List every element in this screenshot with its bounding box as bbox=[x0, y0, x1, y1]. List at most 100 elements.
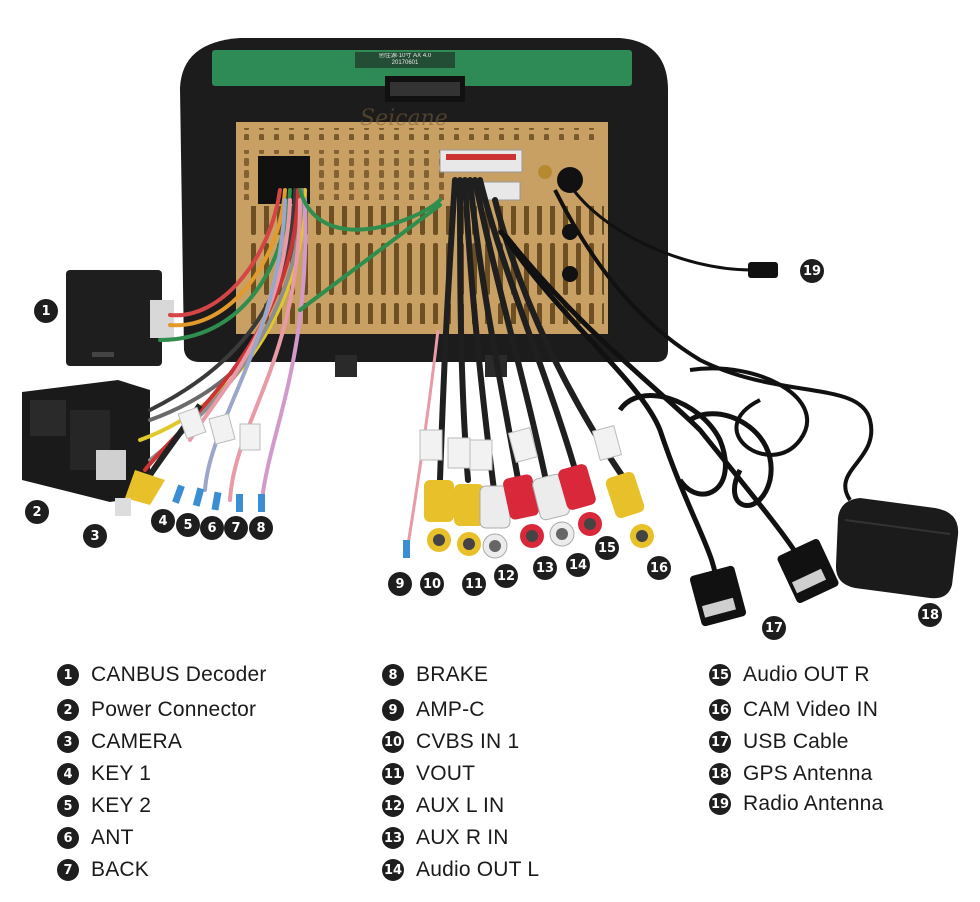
legend-number: 3 bbox=[57, 731, 79, 753]
camera-rca bbox=[125, 470, 165, 505]
legend-item: 9 AMP-C bbox=[382, 696, 485, 724]
legend-label: CAM Video IN bbox=[743, 698, 879, 721]
legend-item: 17 USB Cable bbox=[709, 728, 849, 756]
legend-item: 15 Audio OUT R bbox=[709, 661, 870, 689]
legend-number: 13 bbox=[382, 827, 404, 849]
amp-c-tip bbox=[403, 540, 410, 558]
key1-tip bbox=[172, 484, 185, 504]
aux-r-rca bbox=[503, 474, 539, 520]
legend-number: 15 bbox=[709, 664, 731, 686]
brand-watermark: Seicane bbox=[360, 106, 448, 131]
legend-label: USB Cable bbox=[743, 730, 849, 753]
cam-video-rca bbox=[605, 471, 645, 519]
pcb-label-box bbox=[355, 52, 455, 68]
callout-6: 6 bbox=[200, 516, 224, 540]
audio-out-r-rca bbox=[558, 464, 596, 510]
callout-19: 19 bbox=[800, 259, 824, 283]
vent-row bbox=[244, 128, 604, 140]
legend-label: CVBS IN 1 bbox=[416, 730, 520, 753]
legend-number: 8 bbox=[382, 664, 404, 686]
legend-item: 5 KEY 2 bbox=[57, 792, 151, 820]
legend-number: 6 bbox=[57, 827, 79, 849]
legend-number: 10 bbox=[382, 731, 404, 753]
legend-label: Audio OUT R bbox=[743, 663, 870, 686]
legend-label: Audio OUT L bbox=[416, 858, 540, 881]
legend-number: 11 bbox=[382, 763, 404, 785]
callout-8: 8 bbox=[249, 516, 273, 540]
legend-item: 8 BRAKE bbox=[382, 661, 488, 689]
brake-tip bbox=[258, 494, 265, 512]
legend-number: 14 bbox=[382, 859, 404, 881]
legend-item: 16 CAM Video IN bbox=[709, 696, 878, 724]
cvbs-rca bbox=[424, 480, 454, 522]
legend-label: CANBUS Decoder bbox=[91, 663, 267, 686]
usb-connector-2 bbox=[777, 539, 839, 603]
callout-17: 17 bbox=[762, 616, 786, 640]
legend-item: 2 Power Connector bbox=[57, 696, 256, 724]
legend-label: ANT bbox=[91, 826, 134, 849]
legend-item: 7 BACK bbox=[57, 856, 149, 884]
legend-number: 4 bbox=[57, 763, 79, 785]
legend-number: 7 bbox=[57, 859, 79, 881]
callout-9: 9 bbox=[388, 572, 412, 596]
legend-label: BRAKE bbox=[416, 663, 489, 686]
ant-tip bbox=[211, 491, 222, 511]
wiring-diagram bbox=[22, 38, 959, 627]
legend-item: 18 GPS Antenna bbox=[709, 760, 872, 788]
legend-label: AUX R IN bbox=[416, 826, 509, 849]
legend-number: 9 bbox=[382, 699, 404, 721]
legend-label: AMP-C bbox=[416, 698, 485, 721]
board-label: 创佳源·10寸 AX 4.0 20170601 bbox=[378, 53, 432, 66]
key2-tip bbox=[192, 487, 205, 507]
wiring-illustration bbox=[22, 38, 959, 627]
radio-antenna-plug bbox=[748, 262, 778, 278]
white-connector bbox=[439, 149, 523, 173]
callout-14: 14 bbox=[566, 553, 590, 577]
legend-number: 1 bbox=[57, 664, 79, 686]
legend-item: 1 CANBUS Decoder bbox=[57, 661, 267, 689]
legend-item: 10 CVBS IN 1 bbox=[382, 728, 519, 756]
legend-number: 12 bbox=[382, 795, 404, 817]
legend-number: 19 bbox=[709, 793, 731, 815]
legend-number: 18 bbox=[709, 763, 731, 785]
legend-label: CAMERA bbox=[91, 730, 183, 753]
legend-number: 2 bbox=[57, 699, 79, 721]
callout-16: 16 bbox=[647, 556, 671, 580]
callout-1: 1 bbox=[34, 299, 58, 323]
legend-label: AUX L IN bbox=[416, 794, 505, 817]
legend-item: 13 AUX R IN bbox=[382, 824, 509, 852]
legend-item: 6 ANT bbox=[57, 824, 134, 852]
legend-number: 17 bbox=[709, 731, 731, 753]
legend-item: 11 VOUT bbox=[382, 760, 475, 788]
legend-label: KEY 1 bbox=[91, 762, 152, 785]
legend-item: 3 CAMERA bbox=[57, 728, 182, 756]
mounting-tab bbox=[335, 355, 357, 377]
callout-18: 18 bbox=[918, 603, 942, 627]
legend-item: 19 Radio Antenna bbox=[709, 790, 883, 818]
callout-11: 11 bbox=[462, 572, 486, 596]
legend-label: KEY 2 bbox=[91, 794, 152, 817]
callout-4: 4 bbox=[151, 509, 175, 533]
callout-3: 3 bbox=[83, 524, 107, 548]
callout-10: 10 bbox=[420, 572, 444, 596]
legend-label: Radio Antenna bbox=[743, 792, 884, 815]
usb-connector-1 bbox=[689, 565, 747, 627]
callout-2: 2 bbox=[25, 500, 49, 524]
radio-antenna-socket bbox=[557, 167, 583, 193]
legend-number: 5 bbox=[57, 795, 79, 817]
callout-13: 13 bbox=[533, 556, 557, 580]
vout-rca bbox=[454, 484, 484, 526]
gps-antenna bbox=[835, 498, 959, 599]
callout-7: 7 bbox=[224, 516, 248, 540]
legend-label: BACK bbox=[91, 858, 149, 881]
legend-label: Power Connector bbox=[91, 698, 257, 721]
legend-item: 12 AUX L IN bbox=[382, 792, 504, 820]
legend-label: VOUT bbox=[416, 762, 476, 785]
callout-15: 15 bbox=[595, 536, 619, 560]
callout-5: 5 bbox=[176, 513, 200, 537]
legend-item: 4 KEY 1 bbox=[57, 760, 151, 788]
legend-item: 14 Audio OUT L bbox=[382, 856, 539, 884]
legend-number: 16 bbox=[709, 699, 731, 721]
canbus-decoder-box bbox=[66, 270, 162, 366]
callout-12: 12 bbox=[494, 564, 518, 588]
